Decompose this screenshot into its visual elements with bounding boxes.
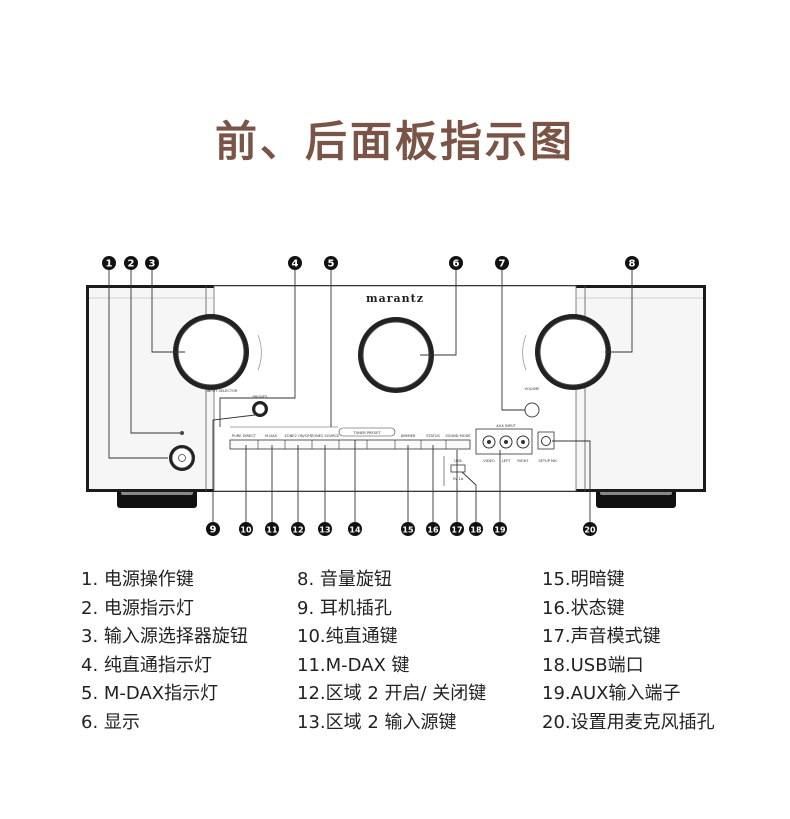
sound-mode-label: SOUND MODE [445, 434, 471, 438]
svg-text:2: 2 [128, 259, 135, 270]
legend-item: 12.区域 2 开启/ 关闭键 [297, 683, 487, 705]
svg-text:12: 12 [292, 526, 303, 535]
input-selector-knob [173, 314, 262, 390]
legend-item: 15.明暗键 [542, 569, 625, 590]
zone2-on-off-label: ZONE2 ON/OFF [284, 434, 311, 438]
svg-text:7: 7 [499, 259, 506, 270]
legend-column-1: 1. 电源操作键 2. 电源指示灯 3. 输入源选择器旋钮 4. 纯直通指示灯 … [81, 566, 248, 738]
svg-text:18: 18 [470, 526, 482, 535]
legend-item: 4. 纯直通指示灯 [81, 654, 212, 676]
input-selector-label: INPUT SELECTOR [207, 389, 238, 393]
leader-lines-bottom [212, 414, 591, 522]
callout-1: 1 [102, 256, 116, 270]
callout-5: 5 [324, 256, 338, 270]
svg-text:4: 4 [292, 259, 299, 270]
legend-item: 16.状态键 [542, 597, 625, 619]
svg-text:3: 3 [149, 259, 156, 270]
leader-lines-top [108, 270, 633, 459]
callout-20: 20 [583, 522, 597, 536]
legend-item: 8. 音量旋钮 [297, 569, 392, 590]
legend-item: 20.设置用麦克风插孔 [542, 711, 715, 733]
usb-label: USB [454, 459, 462, 463]
callout-15: 15 [401, 522, 415, 536]
phones-jack [252, 401, 268, 417]
svg-text:13: 13 [319, 526, 330, 535]
legend-item: 10.纯直通键 [297, 626, 398, 648]
usb-power-label: 5V 1A [453, 477, 464, 481]
callout-6: 6 [449, 256, 463, 270]
svg-text:10: 10 [240, 526, 252, 535]
callout-13: 13 [318, 522, 332, 536]
svg-text:11: 11 [266, 526, 278, 535]
callout-3: 3 [145, 256, 159, 270]
svg-text:19: 19 [494, 526, 506, 535]
status-label: STATUS [426, 434, 440, 438]
legend-item: 5. M-DAX指示灯 [81, 683, 219, 705]
callout-16: 16 [426, 522, 440, 536]
front-panel-diagram: marantz INPUT SELECTOR VOLUME PHONES [86, 256, 706, 536]
legend-item: 17.声音模式键 [542, 626, 661, 648]
volume-knob [522, 314, 611, 390]
svg-text:5: 5 [328, 259, 335, 270]
callout-12: 12 [291, 522, 305, 536]
legend-column-3: 15.明暗键 16.状态键 17.声音模式键 18.USB端口 19.AUX输入… [542, 566, 715, 738]
svg-text:8: 8 [629, 259, 636, 270]
setup-mic-label: SETUP MIC [538, 459, 558, 463]
power-button [169, 445, 195, 471]
pure-direct-label: PURE DIRECT [232, 434, 257, 438]
callout-8: 8 [625, 256, 639, 270]
video-label: VIDEO [483, 459, 495, 463]
svg-text:14: 14 [349, 526, 361, 535]
legend-item: 9. 耳机插孔 [297, 597, 392, 619]
display-window [358, 317, 434, 393]
svg-text:6: 6 [453, 259, 460, 270]
legend-item: 3. 输入源选择器旋钮 [81, 626, 248, 648]
callout-11: 11 [265, 522, 279, 536]
legend-item: 18.USB端口 [542, 654, 644, 676]
right-label: RIGHT [517, 459, 529, 463]
power-indicator-led [180, 431, 184, 435]
svg-text:17: 17 [451, 526, 462, 535]
svg-text:20: 20 [584, 526, 596, 535]
usb-port [443, 456, 466, 486]
callout-19: 19 [493, 522, 507, 536]
legend-item: 6. 显示 [81, 711, 140, 733]
legend-item: 19.AUX输入端子 [542, 683, 681, 705]
svg-text:1: 1 [106, 259, 113, 270]
dimmer-label: DIMMER [401, 434, 416, 438]
volume-label: VOLUME [524, 387, 540, 391]
m-dax-label: M-DAX [265, 434, 278, 438]
brand-logo: marantz [366, 292, 424, 305]
callout-2: 2 [124, 256, 138, 270]
svg-text:9: 9 [210, 525, 217, 536]
svg-text:16: 16 [427, 526, 439, 535]
callout-10: 10 [239, 522, 253, 536]
left-label: LEFT [502, 459, 511, 463]
callout-17: 17 [450, 522, 464, 536]
legend-item: 11.M-DAX 键 [297, 654, 410, 676]
svg-text:15: 15 [402, 526, 414, 535]
callout-14: 14 [348, 522, 362, 536]
legend-item: 2. 电源指示灯 [81, 597, 194, 619]
zone2-source-label: ZONE2 SOURCE [311, 434, 340, 438]
callout-18: 18 [469, 522, 483, 536]
phones-label: PHONES [253, 395, 269, 399]
callout-7: 7 [495, 256, 509, 270]
page-title: 前、后面板指示图 [214, 117, 575, 166]
remote-sensor [524, 402, 540, 418]
legend-column-2: 8. 音量旋钮 9. 耳机插孔 10.纯直通键 11.M-DAX 键 12.区域… [297, 566, 486, 738]
legend-item: 1. 电源操作键 [81, 569, 194, 590]
aux-input-panel [475, 428, 555, 455]
aux-input-label: AUX INPUT [496, 424, 516, 428]
legend-item: 13.区域 2 输入源键 [297, 711, 457, 733]
button-strip [229, 427, 471, 450]
callout-9: 9 [206, 522, 220, 536]
tuner-preset-label: TUNER PRESET [352, 431, 381, 435]
callout-4: 4 [288, 256, 302, 270]
